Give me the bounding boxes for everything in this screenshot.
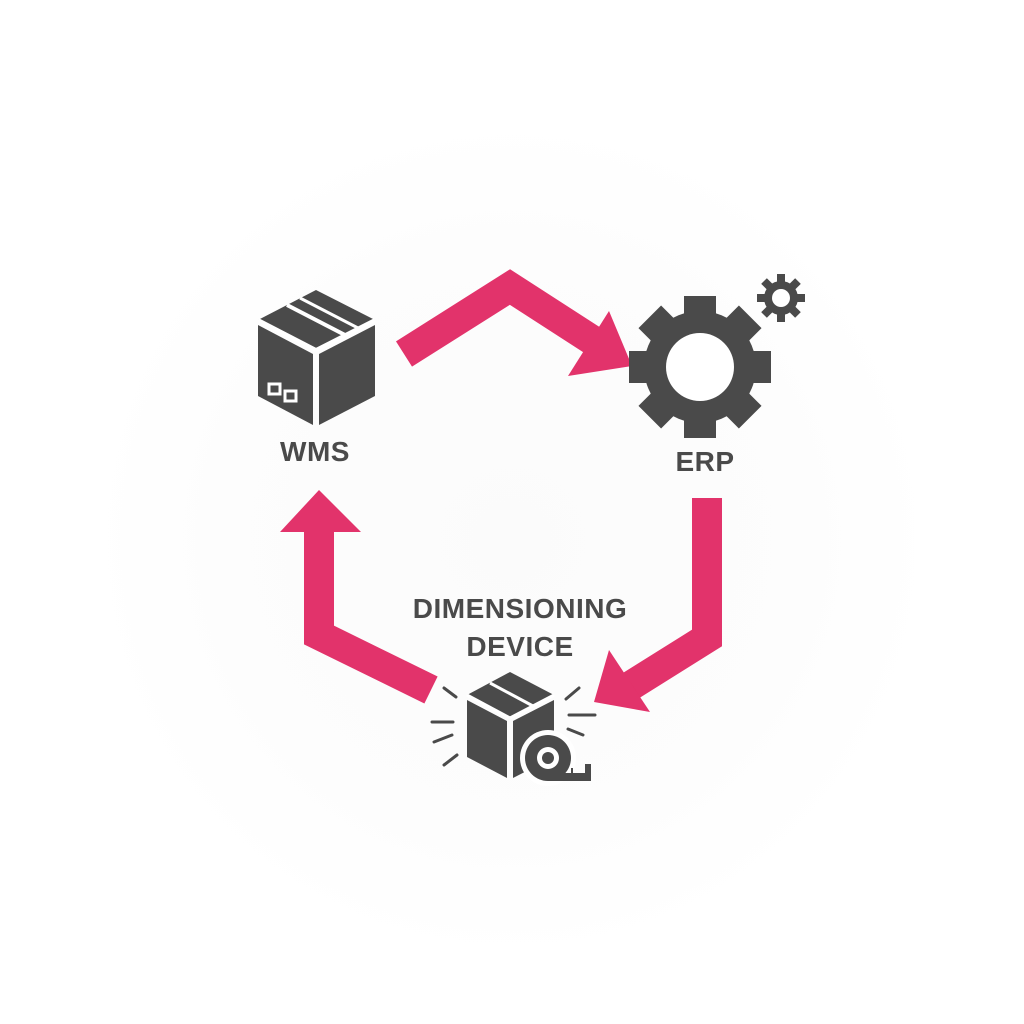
arrow-dimensioning-to-wms	[280, 490, 438, 704]
wms-label: WMS	[280, 436, 350, 467]
dimensioning-device-label: DIMENSIONING DEVICE	[360, 590, 680, 666]
large-gear-icon	[629, 296, 771, 438]
scan-lines-icon	[430, 686, 597, 767]
arrow-wms-to-erp	[395, 269, 632, 376]
erp-label: ERP	[675, 446, 735, 477]
dimensioning-label-line2: DEVICE	[466, 631, 574, 662]
gears-icon	[629, 274, 805, 438]
package-box-icon	[257, 290, 376, 425]
box-measuring-tape-icon	[430, 672, 597, 786]
dimensioning-label-line1: DIMENSIONING	[412, 593, 628, 624]
arrow-erp-to-dimensioning	[594, 498, 722, 712]
small-gear-icon	[757, 274, 805, 322]
measuring-tape-icon	[520, 730, 591, 786]
